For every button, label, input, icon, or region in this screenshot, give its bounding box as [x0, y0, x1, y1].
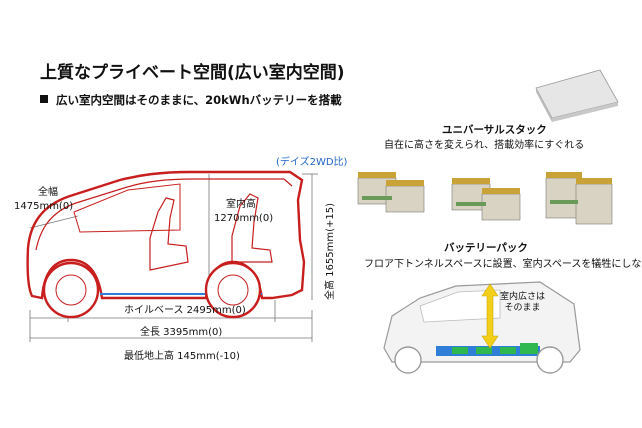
rear-seat — [231, 193, 273, 263]
ground-clearance-label: 最低地上高 145mm(-10) — [124, 351, 240, 362]
battery-module-pair-1 — [357, 172, 425, 213]
battery-pack-heading: バッテリーパック — [444, 242, 528, 254]
wheelbase-label: ホイルベース 2495mm(0) — [124, 305, 246, 316]
battery-cell-image — [535, 69, 619, 122]
width-line — [29, 215, 79, 229]
bullet-point: 広い室内空間はそのままに、20kWhバッテリーを搭載 — [40, 92, 342, 108]
battery-pack-description: フロア下トンネルスペースに設置、室内スペースを犠牲にしない — [364, 259, 642, 270]
up-down-arrow — [481, 283, 499, 349]
width-label: 全幅 — [38, 187, 58, 198]
cabin-height-label: 室内高 — [226, 199, 256, 210]
car-window-line — [73, 183, 181, 233]
comparison-note: (デイズ2WD比) — [276, 157, 348, 168]
length-label: 全長 3395mm(0) — [140, 327, 223, 338]
battery-callout: 室内広さは そのまま — [500, 292, 545, 314]
car-battery-diagram — [383, 281, 581, 374]
car-body-inner — [35, 178, 293, 251]
cabin-height-value: 1270mm(0) — [214, 213, 274, 224]
callout-line-2: そのまま — [504, 303, 541, 313]
callout-line-1: 室内広さは — [500, 292, 546, 302]
bullet-text: 広い室内空間はそのままに、20kWhバッテリーを搭載 — [56, 93, 342, 107]
rear-wheel — [204, 261, 262, 319]
front-seat — [149, 197, 189, 271]
bullet-square-icon — [40, 95, 48, 103]
width-value: 1475mm(0) — [14, 201, 74, 212]
universal-stack-heading: ユニバーサルスタック — [442, 124, 547, 136]
universal-stack-description: 自在に高さを変えられ、搭載効率にすぐれる — [384, 140, 585, 151]
front-wheel — [42, 261, 100, 319]
page-title: 上質なプライベート空間(広い室内空間) — [40, 63, 345, 83]
battery-module-pair-2 — [451, 178, 521, 221]
battery-module-pair-3 — [545, 172, 613, 225]
